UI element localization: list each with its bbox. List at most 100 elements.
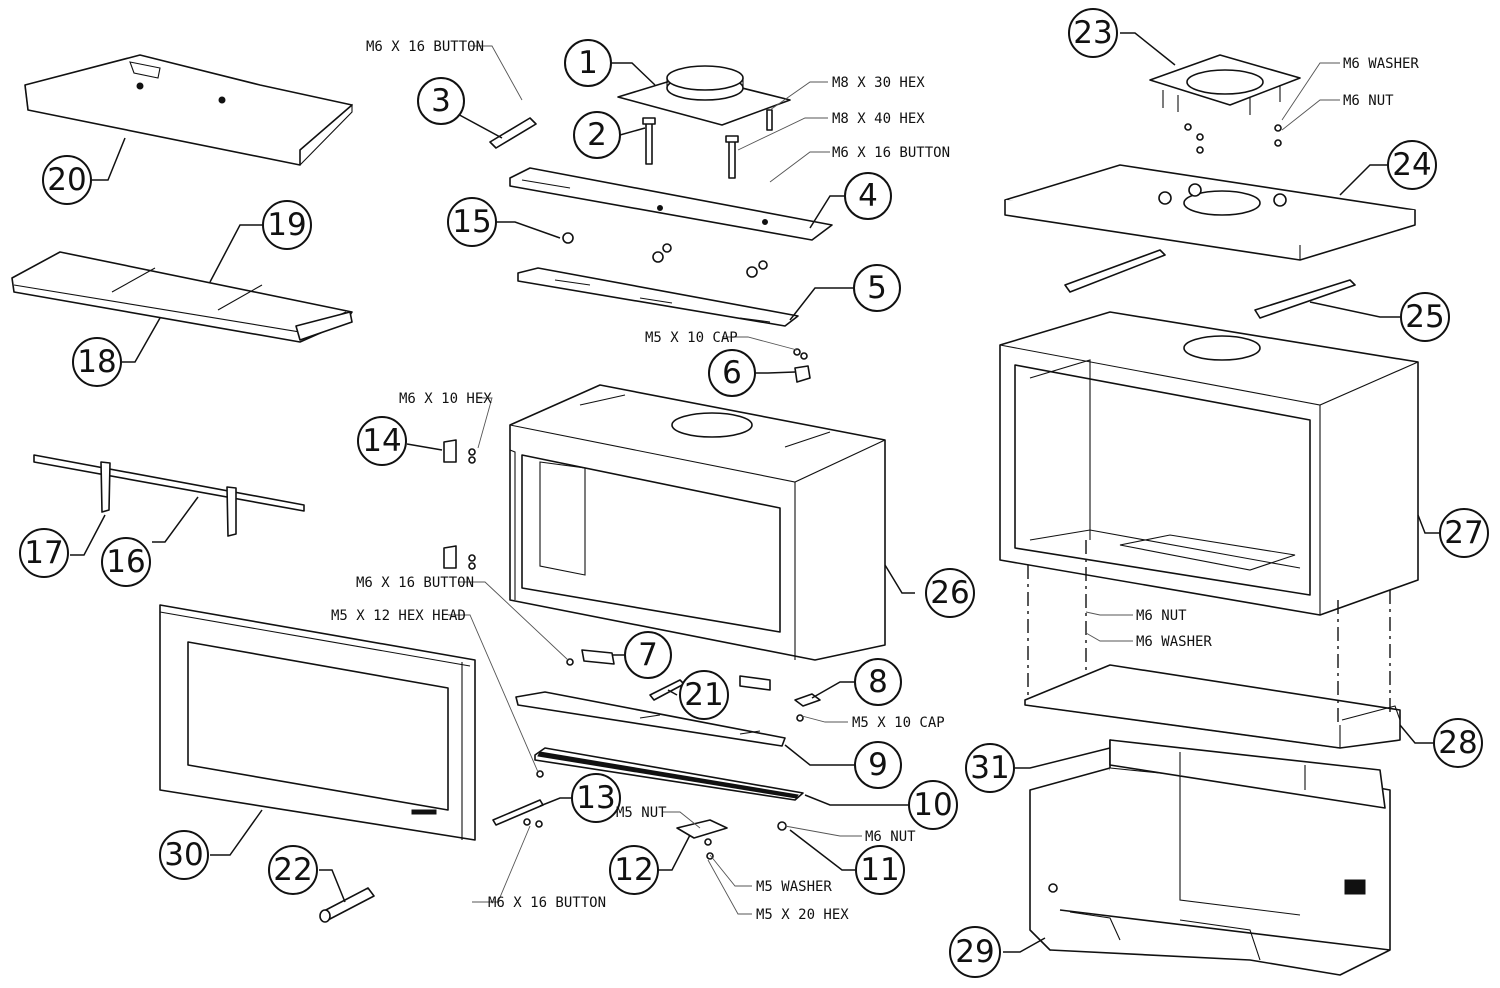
label-m6x16-button-mid: M6 X 16 BUTTON xyxy=(356,575,474,591)
svg-text:24: 24 xyxy=(1392,147,1431,183)
svg-text:10: 10 xyxy=(913,787,952,823)
svg-text:12: 12 xyxy=(614,852,653,888)
part-2-bolts xyxy=(642,109,773,179)
svg-text:31: 31 xyxy=(970,750,1009,786)
label-m6x16-button-top: M6 X 16 BUTTON xyxy=(366,39,484,55)
callout-9: 9 xyxy=(854,741,902,789)
part-12-plate xyxy=(676,819,728,860)
part-23-flue-adaptor xyxy=(1149,54,1301,154)
label-m5x10-cap-top: M5 X 10 CAP xyxy=(645,330,738,346)
callout-22: 22 xyxy=(268,845,318,895)
svg-text:3: 3 xyxy=(431,83,451,119)
label-m5x10-cap-bottom: M5 X 10 CAP xyxy=(852,715,945,731)
svg-text:17: 17 xyxy=(24,535,63,571)
part-4-upper-bracket xyxy=(509,167,833,241)
svg-text:25: 25 xyxy=(1405,299,1444,335)
svg-text:29: 29 xyxy=(955,934,994,970)
callout-20: 20 xyxy=(42,155,92,205)
callout-17: 17 xyxy=(19,528,69,578)
callout-1: 1 xyxy=(564,39,612,87)
callout-21: 21 xyxy=(679,670,729,720)
label-m6-washer-base: M6 WASHER xyxy=(1136,634,1212,650)
label-m6x16-button-bottom: M6 X 16 BUTTON xyxy=(488,895,606,911)
part-9-slide-bar xyxy=(515,691,786,747)
part-11-nut xyxy=(777,821,787,831)
callout-19: 19 xyxy=(262,200,312,250)
callout-16: 16 xyxy=(101,537,151,587)
hardware-labels: M6 X 16 BUTTON M8 X 30 HEX M8 X 40 HEX M… xyxy=(331,39,1419,923)
callout-10: 10 xyxy=(908,780,958,830)
callout-23: 23 xyxy=(1068,8,1118,58)
callout-29: 29 xyxy=(949,926,1001,978)
svg-text:20: 20 xyxy=(47,162,86,198)
label-m6-nut-top: M6 NUT xyxy=(1343,93,1394,109)
svg-text:22: 22 xyxy=(273,852,312,888)
callout-25: 25 xyxy=(1400,292,1450,342)
part-22-handle xyxy=(319,887,375,923)
callout-26: 26 xyxy=(925,568,975,618)
svg-text:19: 19 xyxy=(267,207,306,243)
part-28-base-tray xyxy=(1024,664,1401,749)
svg-text:4: 4 xyxy=(858,178,878,214)
callout-18: 18 xyxy=(72,337,122,387)
alignment-lines xyxy=(1027,540,1391,725)
svg-text:18: 18 xyxy=(77,344,116,380)
svg-text:21: 21 xyxy=(684,677,723,713)
callout-13: 13 xyxy=(571,773,621,823)
callout-14: 14 xyxy=(357,416,407,466)
part-20-top-cover xyxy=(24,54,353,166)
part-27-outer-casing xyxy=(999,311,1419,616)
svg-text:26: 26 xyxy=(930,575,969,611)
part-15-screws xyxy=(562,232,768,278)
callout-31: 31 xyxy=(965,743,1015,793)
callout-28: 28 xyxy=(1433,718,1483,768)
svg-text:14: 14 xyxy=(362,423,401,459)
part-10-rail xyxy=(534,747,804,801)
part-5-lower-bracket xyxy=(517,267,799,327)
svg-text:27: 27 xyxy=(1444,515,1483,551)
callout-15: 15 xyxy=(447,197,497,247)
svg-text:13: 13 xyxy=(576,780,615,816)
part-7-21-brackets xyxy=(566,649,771,701)
svg-text:6: 6 xyxy=(722,355,742,391)
callout-leaders xyxy=(70,32,1440,953)
part-1-flue-collar xyxy=(617,65,791,126)
callout-6: 6 xyxy=(708,349,756,397)
svg-text:23: 23 xyxy=(1073,15,1112,51)
svg-text:7: 7 xyxy=(638,637,658,673)
callout-12: 12 xyxy=(609,845,659,895)
part-16-17-rod xyxy=(33,454,305,537)
callout-30: 30 xyxy=(159,830,209,880)
callout-27: 27 xyxy=(1439,508,1489,558)
part-18-19-shelf xyxy=(11,251,353,343)
callout-4: 4 xyxy=(844,172,892,220)
label-m6-nut-base: M6 NUT xyxy=(1136,608,1187,624)
label-m5-washer: M5 WASHER xyxy=(756,879,832,895)
label-m5x20-hex: M5 X 20 HEX xyxy=(756,907,849,923)
svg-text:28: 28 xyxy=(1438,725,1477,761)
part-8-bracket xyxy=(794,693,821,722)
part-24-top-slab xyxy=(1004,164,1416,261)
part-29-31-liner xyxy=(1029,739,1391,976)
part-26-firebox xyxy=(509,384,886,661)
svg-text:15: 15 xyxy=(452,204,491,240)
svg-text:5: 5 xyxy=(867,270,887,306)
svg-text:30: 30 xyxy=(164,837,203,873)
svg-text:8: 8 xyxy=(868,664,888,700)
callout-8: 8 xyxy=(854,658,902,706)
callout-3: 3 xyxy=(417,77,465,125)
part-6-clip xyxy=(793,348,811,383)
svg-text:11: 11 xyxy=(860,852,899,888)
callout-7: 7 xyxy=(624,631,672,679)
callout-24: 24 xyxy=(1387,140,1437,190)
svg-text:1: 1 xyxy=(578,45,598,81)
callout-5: 5 xyxy=(853,264,901,312)
hardware-leaders xyxy=(448,45,1340,915)
svg-text:2: 2 xyxy=(587,117,607,153)
label-m5x12-hex-head: M5 X 12 HEX HEAD xyxy=(331,608,466,624)
label-m8x30-hex: M8 X 30 HEX xyxy=(832,75,925,91)
label-m6x10-hex: M6 X 10 HEX xyxy=(399,391,492,407)
label-m6-nut-rail: M6 NUT xyxy=(865,829,916,845)
part-13-rod xyxy=(492,770,544,828)
